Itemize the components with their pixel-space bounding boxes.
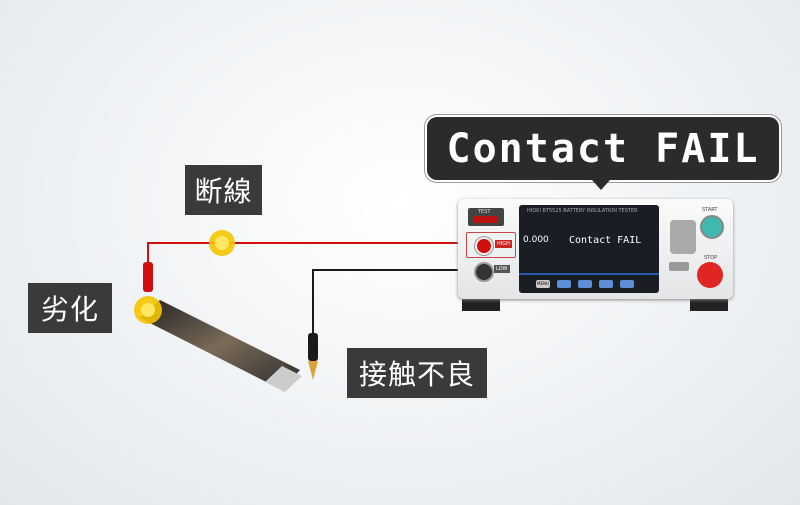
f4-button[interactable] [620, 280, 634, 288]
menu-button[interactable]: MENU [536, 280, 550, 288]
test-indicator: TEST [468, 208, 504, 226]
device-foot [462, 297, 500, 311]
label-degradation: 劣化 [28, 283, 112, 333]
screen-value: 0.000 [523, 235, 549, 245]
black-probe [308, 333, 318, 361]
screen-message: Contact FAIL [569, 235, 642, 246]
red-probe [143, 262, 153, 292]
contact-fail-callout: Contact FAIL [427, 117, 779, 190]
device-foot [690, 297, 728, 311]
high-terminal[interactable]: HIGH [466, 232, 516, 258]
battery-cell [140, 300, 300, 390]
label-break: 断線 [185, 165, 262, 215]
spark-icon [209, 230, 235, 256]
spark-icon [134, 296, 162, 324]
low-terminal[interactable]: LOW [466, 260, 514, 282]
f1-button[interactable] [557, 280, 571, 288]
f2-button[interactable] [578, 280, 592, 288]
stop-button[interactable] [697, 262, 723, 288]
battery-tab [265, 366, 302, 392]
enter-button[interactable] [669, 262, 689, 271]
f3-button[interactable] [599, 280, 613, 288]
start-button[interactable] [700, 215, 724, 239]
device-screen: HIOKI BT5525 BATTERY INSULATION TESTER 0… [519, 205, 659, 293]
black-test-lead [312, 269, 480, 335]
label-contact-failure: 接触不良 [347, 348, 487, 398]
arrow-keypad[interactable] [670, 220, 696, 254]
